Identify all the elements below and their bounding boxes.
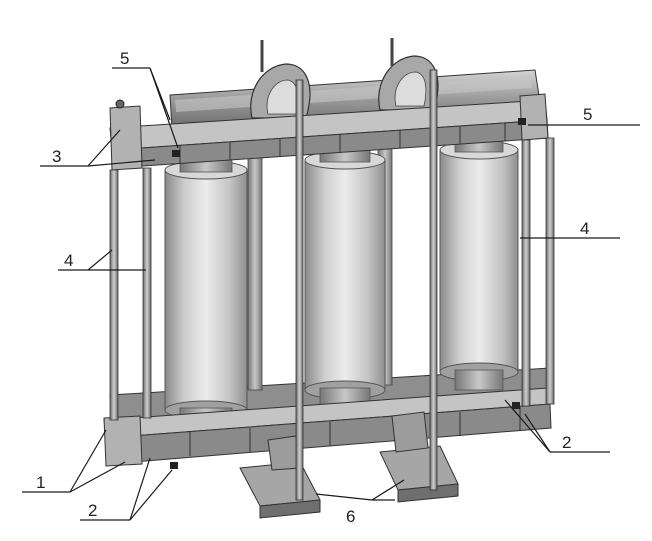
callout-6: 6 xyxy=(346,507,355,526)
lifting-hook-right xyxy=(378,38,439,111)
callout-2-left: 2 xyxy=(88,501,97,520)
callout-labels: 5 3 4 5 4 2 1 2 6 xyxy=(36,49,592,526)
coil-middle xyxy=(304,139,386,409)
coil-left xyxy=(164,149,248,429)
callout-3: 3 xyxy=(52,147,61,166)
callout-5-left: 5 xyxy=(120,49,129,68)
support-foot-right xyxy=(379,411,459,503)
callout-1: 1 xyxy=(36,473,45,492)
leader-lines xyxy=(22,67,640,521)
upper-front-clamp-beam xyxy=(109,93,549,171)
core-limb xyxy=(247,149,263,391)
callout-4-right: 4 xyxy=(580,219,589,238)
coil-right xyxy=(439,131,519,391)
callout-2-right: 2 xyxy=(562,433,571,452)
tie-rods xyxy=(109,69,555,501)
callout-4-left: 4 xyxy=(64,251,73,270)
callout-5-right: 5 xyxy=(583,105,592,124)
lifting-hook-left xyxy=(250,40,311,119)
